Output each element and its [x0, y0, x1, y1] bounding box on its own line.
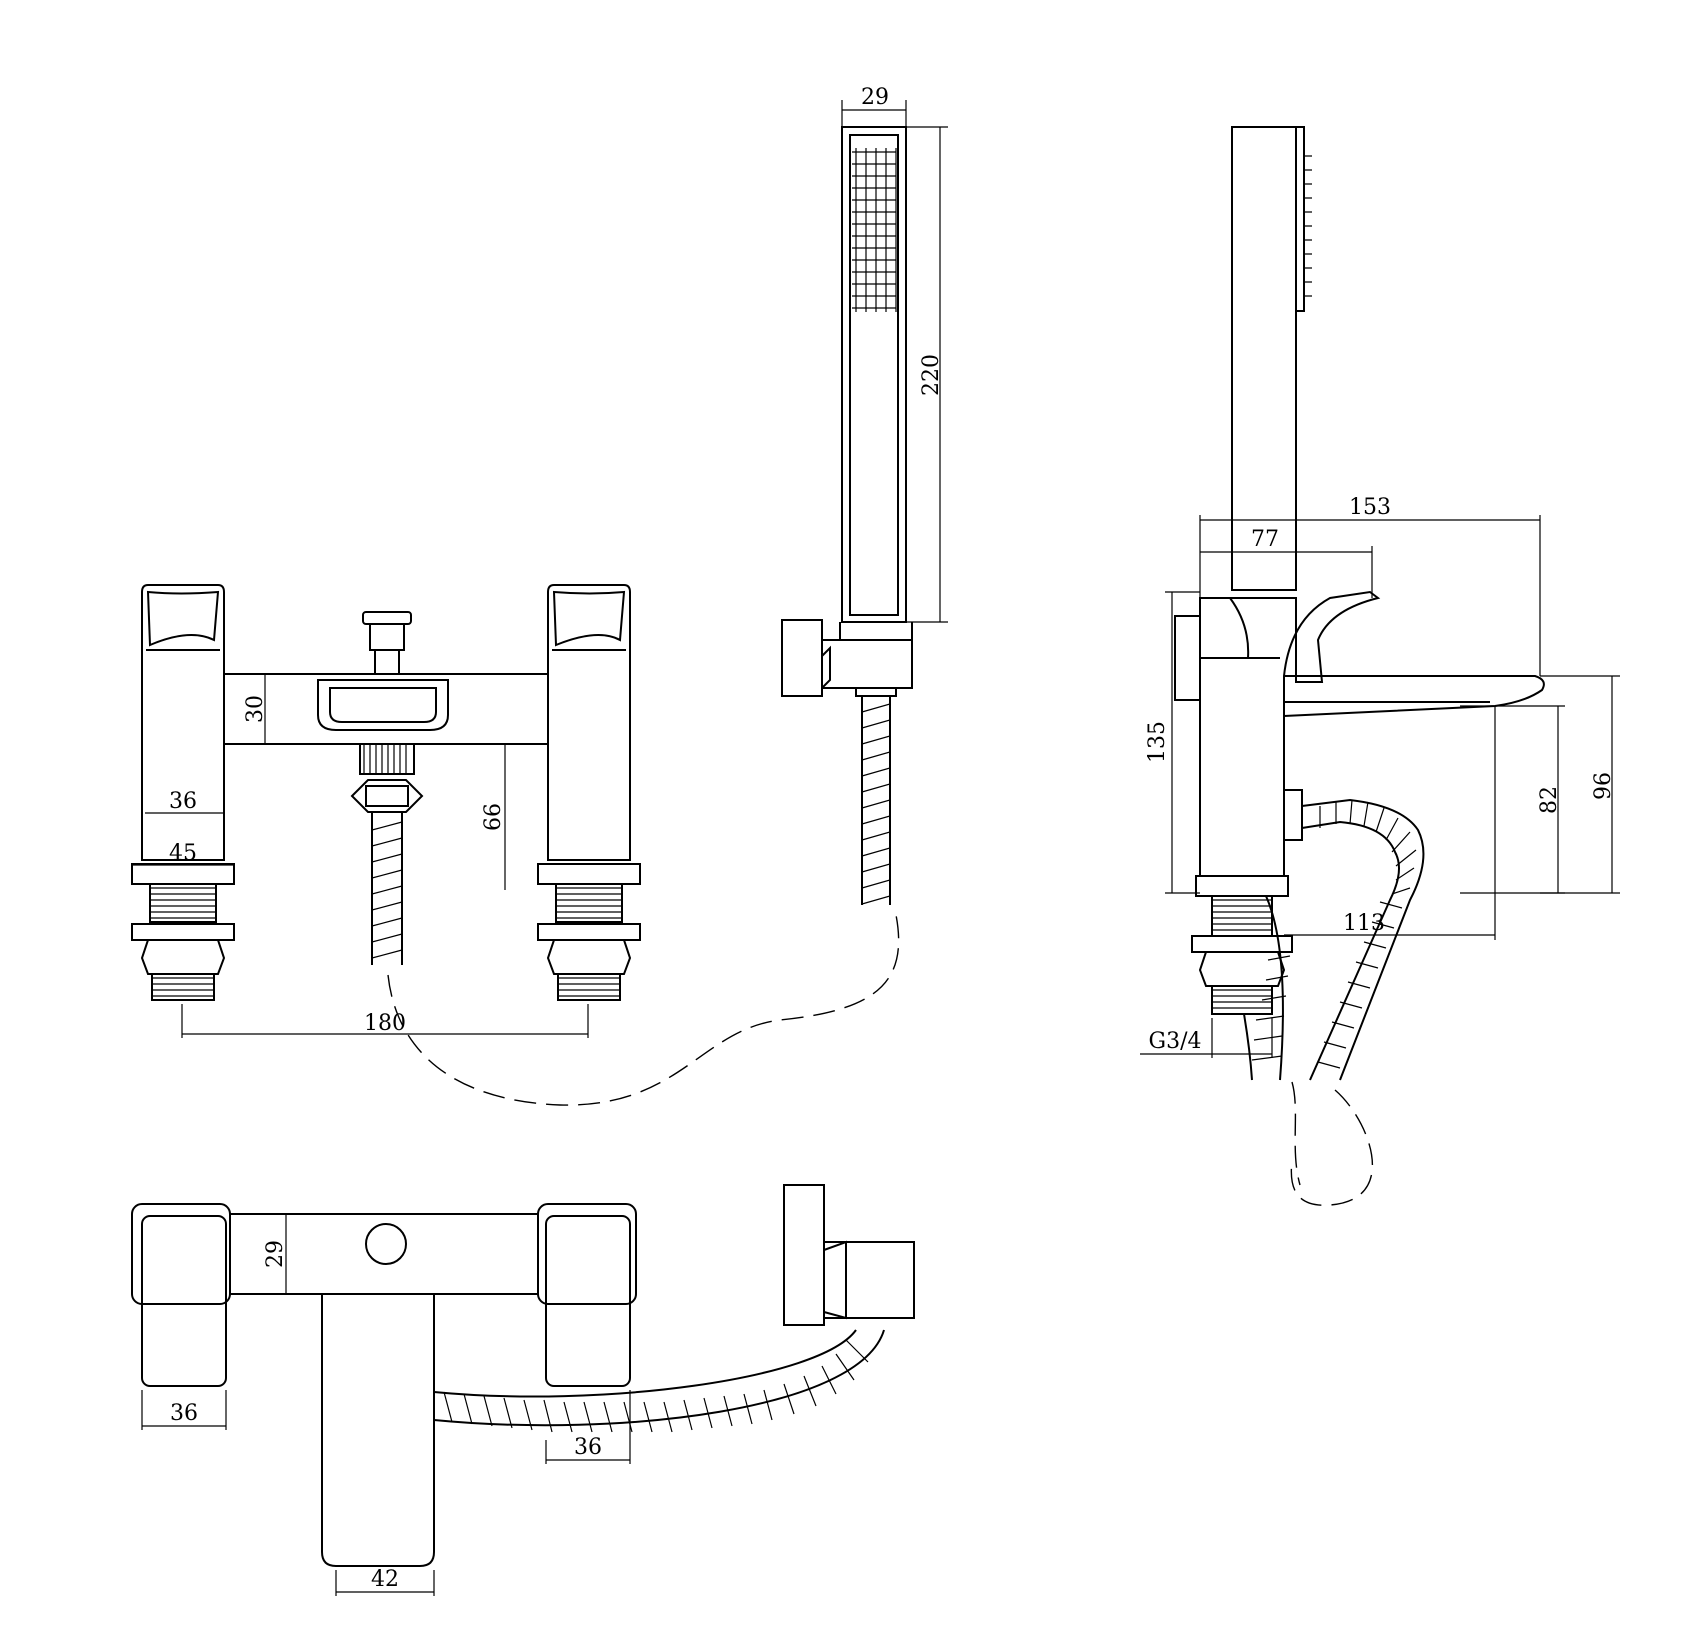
dim-spout-clearance: 82 — [1537, 786, 1562, 814]
hose-dashed-path — [387, 909, 900, 1106]
handset-view — [781, 100, 948, 905]
dim-top-bar-depth: 29 — [263, 1240, 288, 1268]
spray-nozzle-grid — [852, 148, 897, 312]
right-thread-upper — [556, 887, 622, 919]
dim-handset-width: 29 — [861, 85, 889, 110]
plan-hose-wrap — [443, 1339, 869, 1433]
plan-view — [131, 1184, 915, 1596]
dim-spout-reach: 113 — [1343, 911, 1385, 936]
dim-overall-depth: 153 — [1349, 495, 1391, 520]
dim-body-bar-height: 30 — [243, 695, 268, 723]
side-nozzle-ticks — [1304, 155, 1312, 297]
base-hose-wrap — [1251, 955, 1291, 1061]
dim-handset-length: 220 — [919, 354, 944, 396]
dim-thread-size: G3/4 — [1149, 1029, 1202, 1054]
dim-body-height: 135 — [1145, 721, 1170, 763]
front-elevation — [131, 584, 641, 1038]
dim-pillar-width: 36 — [169, 789, 197, 814]
left-thread-upper — [150, 887, 216, 919]
outlet-thread — [363, 744, 407, 774]
dim-top-pillar-left: 36 — [170, 1401, 198, 1426]
front-hose-wrap — [371, 821, 403, 959]
side-thread-lower — [1212, 989, 1272, 1009]
dim-centres: 180 — [364, 1011, 406, 1036]
side-elevation — [1140, 126, 1620, 1206]
dim-flange-width: 45 — [169, 841, 197, 866]
right-thread-lower — [558, 977, 620, 997]
dim-top-pillar-right: 36 — [574, 1435, 602, 1460]
side-hose-wrap — [1317, 799, 1417, 1069]
dim-spout-width: 42 — [371, 1567, 399, 1592]
left-thread-lower — [152, 977, 214, 997]
dim-handset-offset: 77 — [1251, 527, 1279, 552]
dim-spout-height: 96 — [1591, 772, 1616, 800]
handset-hose-wrap — [861, 703, 891, 905]
side-thread-upper — [1212, 899, 1272, 931]
dim-deck-clearance: 66 — [481, 803, 506, 831]
dimension-labels: 29 220 153 77 135 96 82 113 G3/4 30 36 4… — [169, 85, 1616, 1592]
